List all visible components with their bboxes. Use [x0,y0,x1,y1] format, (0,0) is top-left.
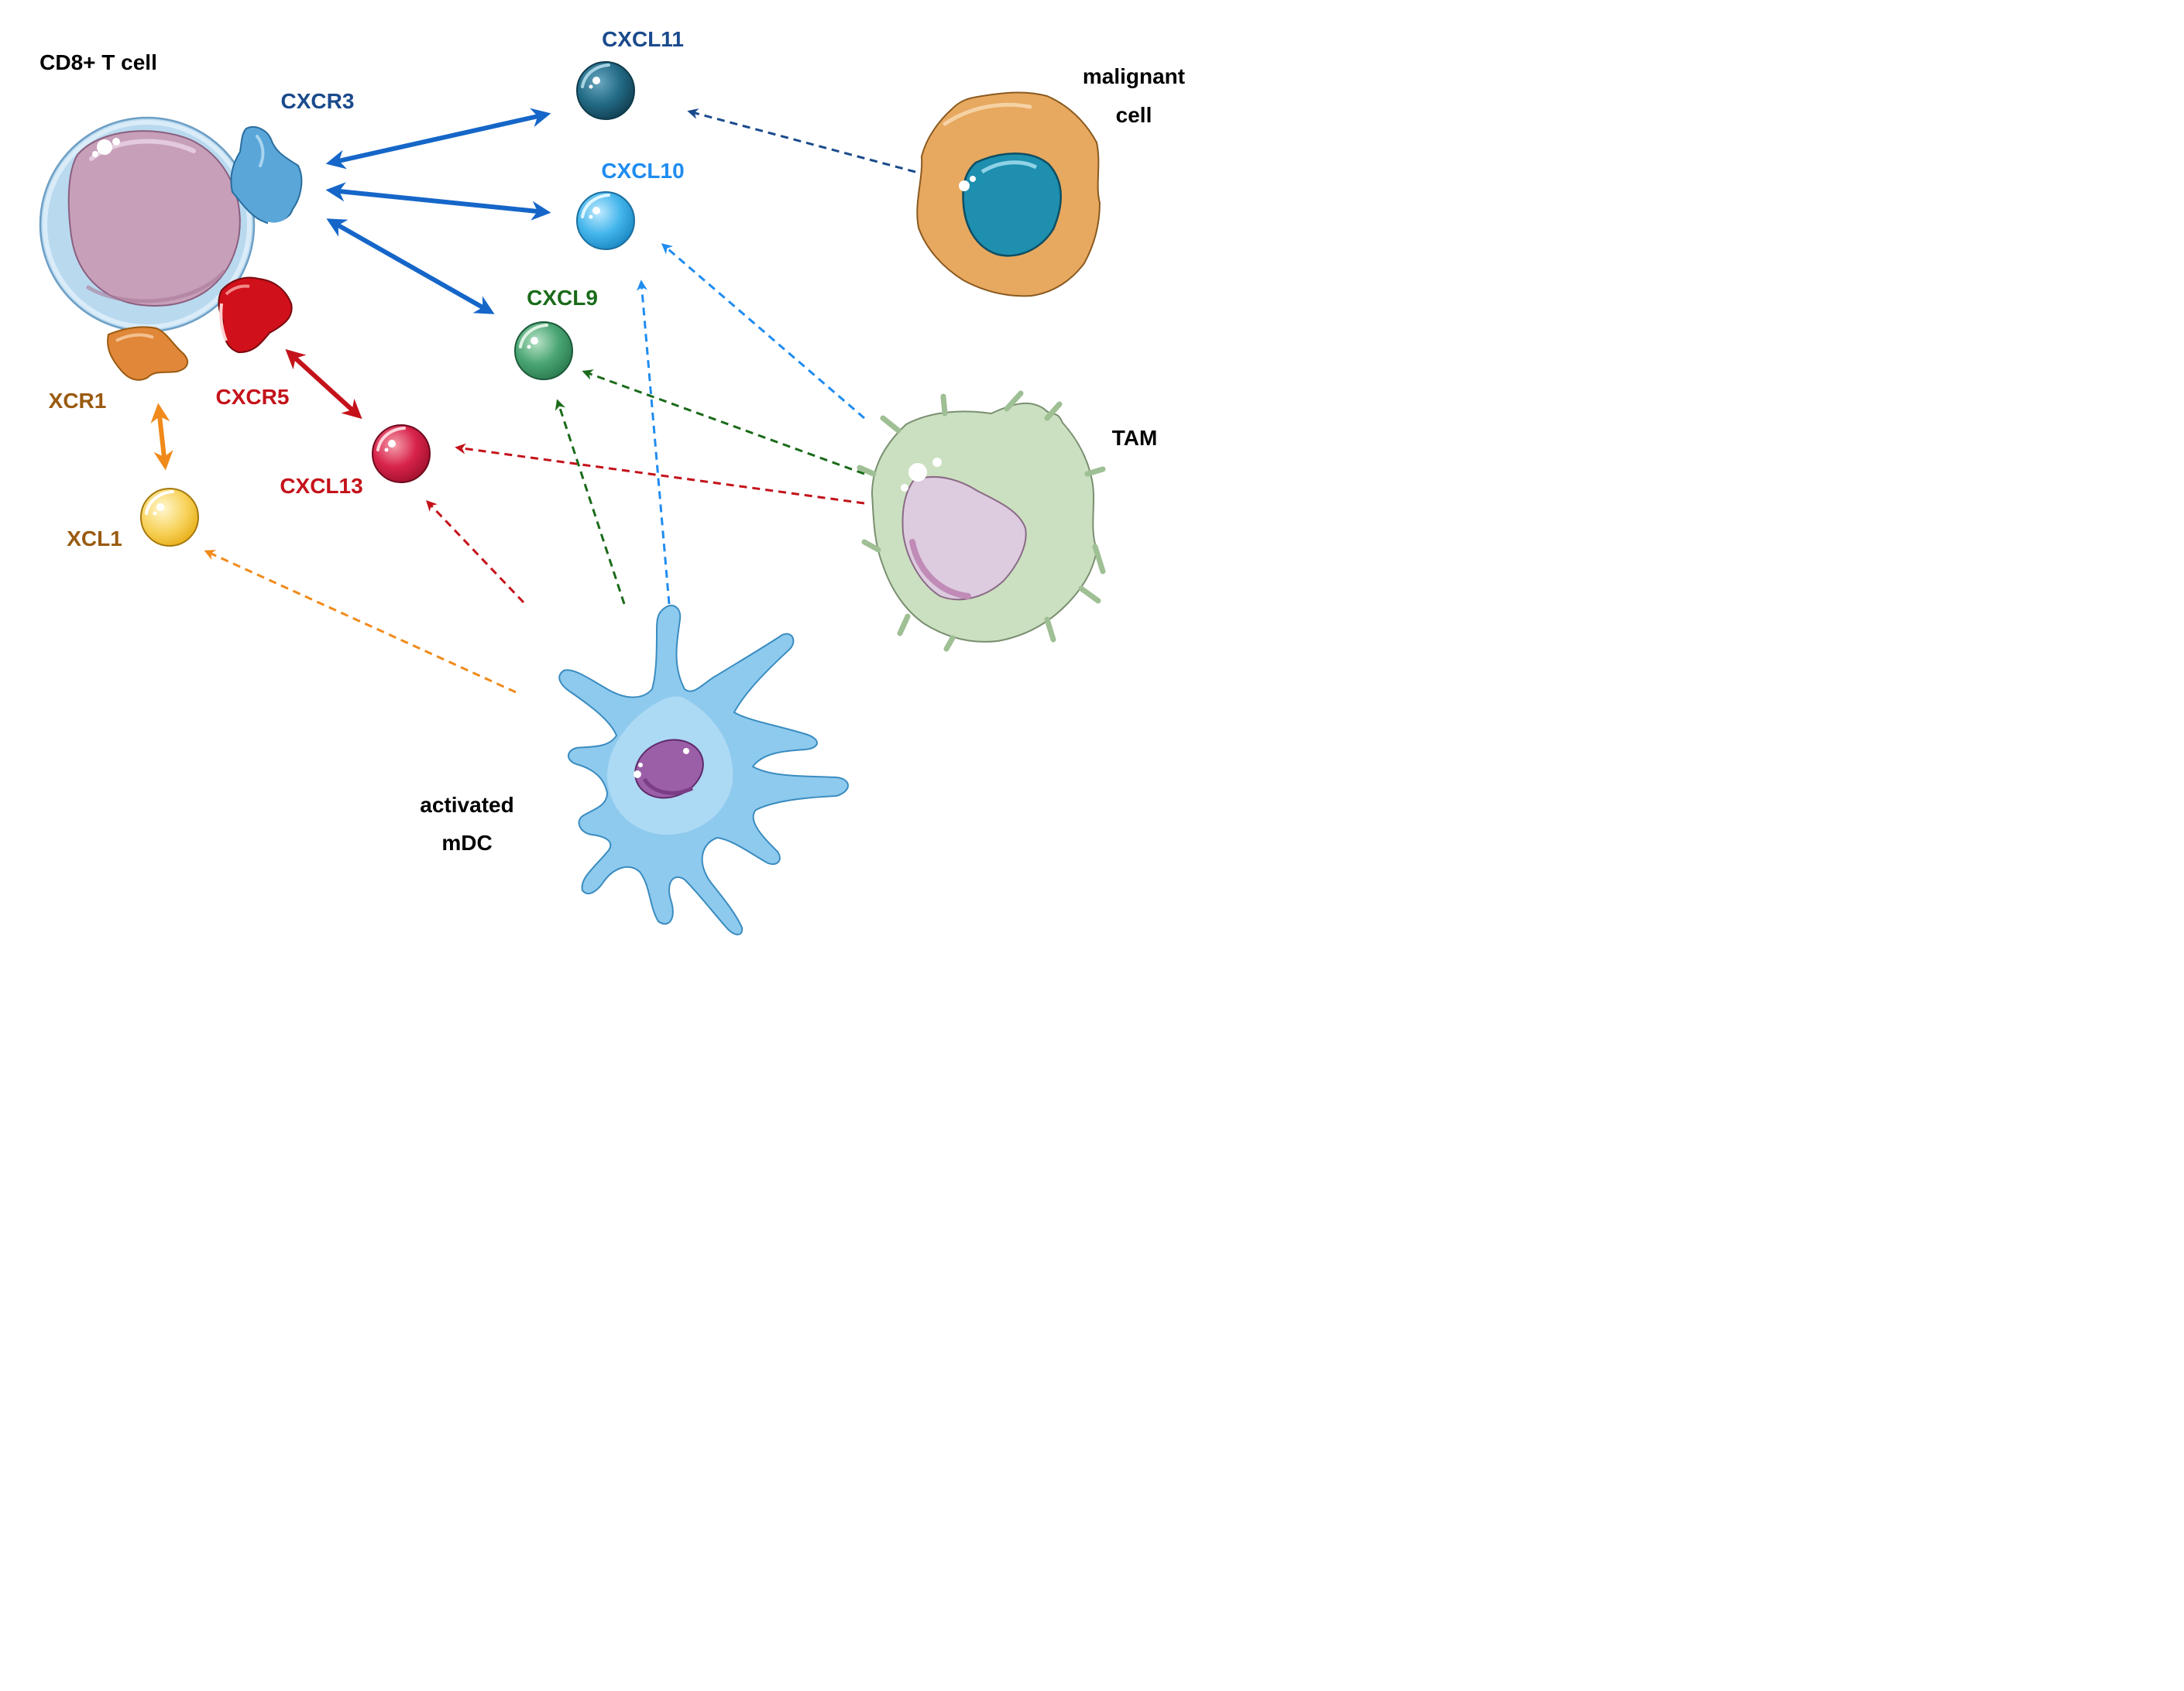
cxcr3-cxcl10-arrow [325,182,551,221]
cxcr3-cxcl9-arrow [326,218,495,314]
cxcl13-sphere-icon [372,424,431,483]
activated-mdc-label-line1: activated [420,793,514,817]
malignant-cell-label-line1: malignant [1082,64,1186,88]
tam-to-cxcl13-arrow [455,443,865,505]
cxcl11-sphere-icon [576,61,635,120]
cxcr5-label: CXCR5 [215,385,290,409]
cxcl11-label: CXCL11 [602,27,684,51]
mdc-to-cxcl9-arrow [555,399,626,605]
activated-mdc-icon [558,605,849,935]
cxcl10-label: CXCL10 [601,159,685,183]
cd8-t-cell-label: CD8+ T cell [39,50,157,74]
xcl1-sphere-icon [140,488,199,547]
cxcl10-sphere-icon [576,191,635,250]
malignant-cell-label-line2: cell [1115,103,1152,127]
cxcr5-cxcl13-arrow [285,348,362,420]
cd8-t-cell-icon [39,116,256,333]
receptor-ligand-arrows [150,108,551,471]
mdc-to-cxcl13-arrow [426,499,525,604]
xcr1-receptor-icon [107,326,189,381]
malignant-to-cxcl11-arrow [687,108,916,173]
activated-mdc-label-line2: mDC [441,831,493,855]
xcl1-label: XCL1 [67,527,122,551]
xcr1-xcl1-arrow [150,403,173,471]
secretion-arrows [204,108,916,694]
tam-to-cxcl9-arrow [582,369,865,475]
tam-label: TAM [1111,426,1158,450]
cxcr3-receptor-icon [230,125,303,225]
cxcl13-label: CXCL13 [280,474,363,498]
cxcr5-receptor-icon [218,276,293,354]
malignant-cell-icon [916,91,1101,297]
xcr1-label: XCR1 [48,389,107,413]
chemokine-diagram: CD8+ T cell malignant cell TAM activated… [0,0,1211,938]
cxcr3-label: CXCR3 [280,89,355,113]
cxcr3-cxcl11-arrow [325,108,551,170]
mdc-to-cxcl10-arrow [636,280,671,605]
tam-icon [857,390,1106,652]
mdc-to-xcl1-arrow [204,550,517,694]
cxcl9-label: CXCL9 [527,286,598,310]
tam-to-cxcl10-arrow [661,243,865,420]
cxcl9-sphere-icon [514,321,573,380]
diagram-canvas [39,61,1106,935]
